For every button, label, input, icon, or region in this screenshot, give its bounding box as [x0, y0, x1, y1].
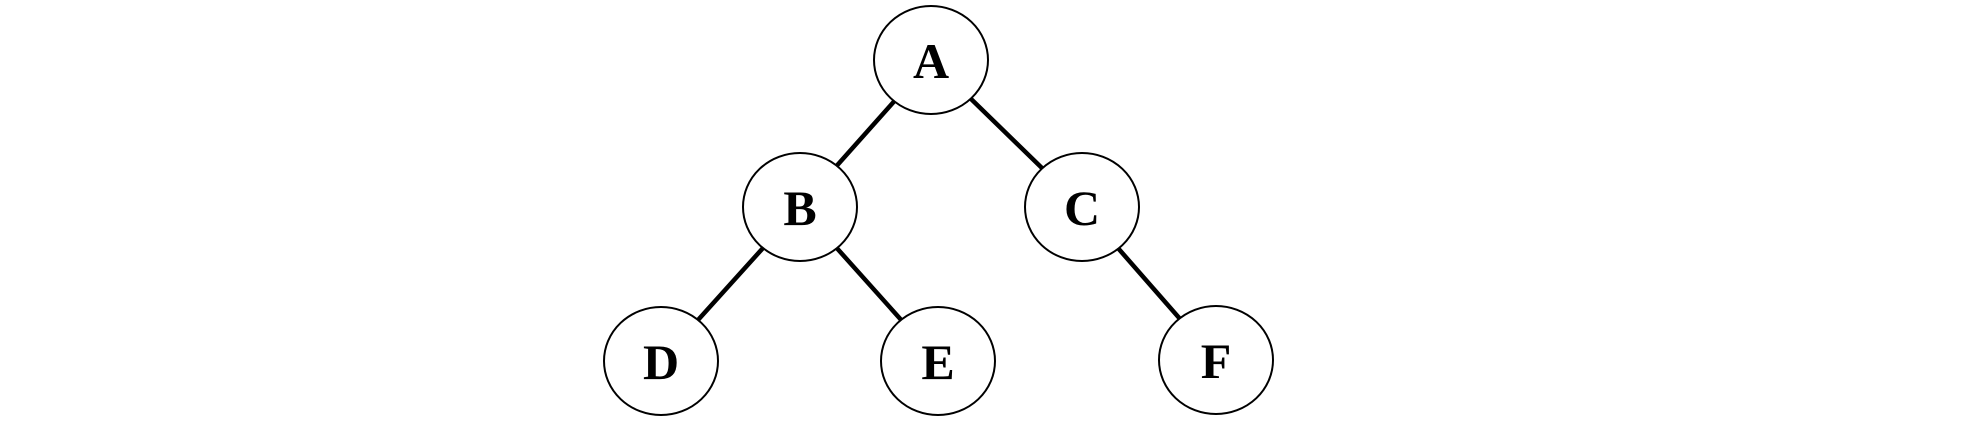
node-label-B: B	[783, 180, 816, 236]
node-circle-D	[603, 306, 719, 416]
node-label-C: C	[1064, 180, 1100, 236]
node-C: C	[1024, 152, 1140, 262]
node-D: D	[603, 306, 719, 416]
node-A: A	[873, 5, 989, 115]
node-circle-A	[873, 5, 989, 115]
node-label-E: E	[921, 334, 954, 390]
nodes-layer: A B C D E F	[603, 5, 1274, 416]
node-circle-B	[742, 152, 858, 262]
node-label-F: F	[1201, 333, 1232, 389]
node-circle-E	[880, 306, 996, 416]
node-label-D: D	[643, 334, 679, 390]
node-E: E	[880, 306, 996, 416]
node-circle-F	[1158, 305, 1274, 415]
node-circle-C	[1024, 152, 1140, 262]
node-B: B	[742, 152, 858, 262]
node-label-A: A	[913, 33, 949, 89]
node-F: F	[1158, 305, 1274, 415]
